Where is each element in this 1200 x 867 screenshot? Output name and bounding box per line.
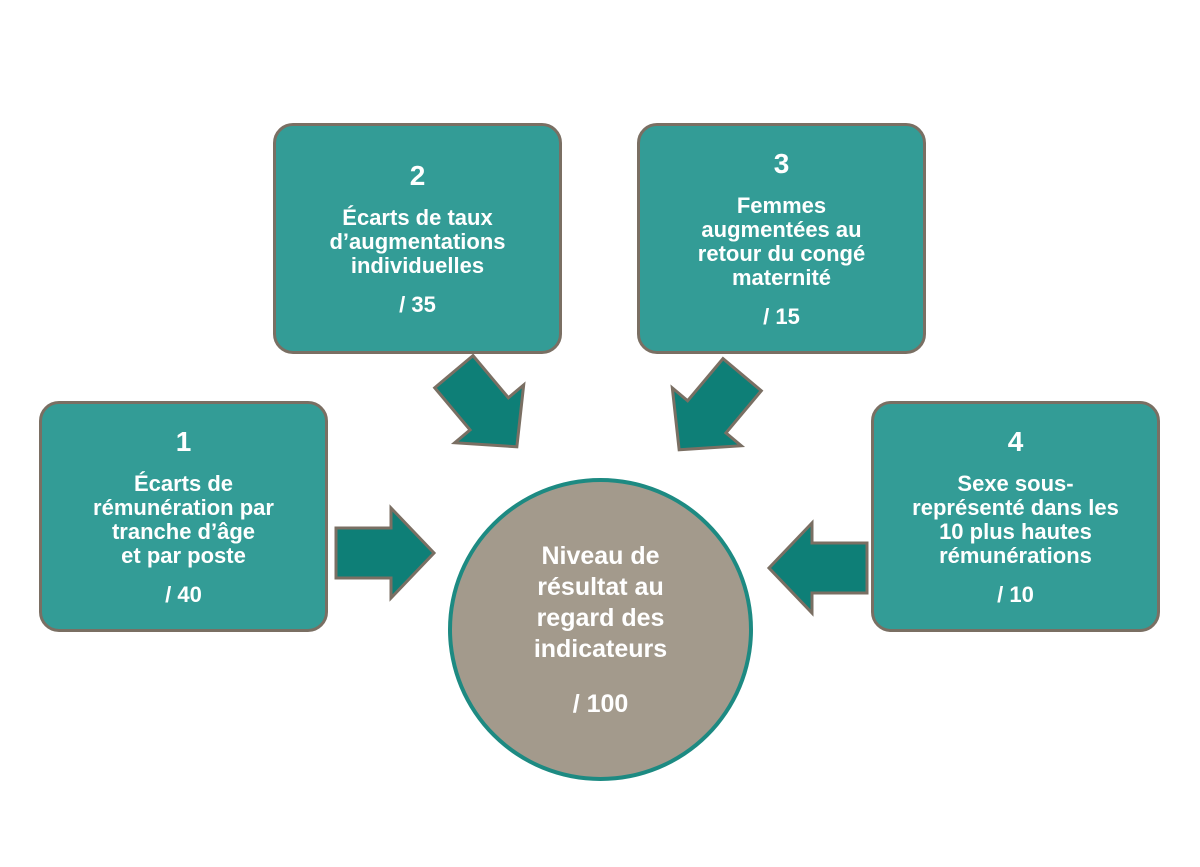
indicator-number: 4	[1007, 425, 1024, 457]
indicator-number: 2	[409, 159, 426, 191]
total-label: Niveau de résultat au regard des indicat…	[533, 541, 668, 663]
total-score: / 100	[572, 689, 629, 718]
indicator-number: 3	[773, 147, 790, 179]
indicator-box-1: 1 Écarts de rémunération par tranche d’â…	[39, 401, 328, 632]
indicator-score: / 35	[399, 291, 436, 317]
indicator-box-3: 3 Femmes augmentées au retour du congé m…	[637, 123, 926, 354]
indicator-label: Écarts de rémunération par tranche d’âge…	[93, 470, 274, 568]
indicator-score: / 40	[165, 581, 202, 607]
arrow-down-left-icon	[670, 356, 764, 452]
arrow-right-icon	[334, 504, 437, 602]
indicator-label: Femmes augmentées au retour du congé mat…	[697, 192, 866, 290]
arrow-down-right-icon	[432, 353, 526, 449]
indicator-score: / 10	[997, 581, 1034, 607]
indicator-label: Sexe sous- représenté dans les 10 plus h…	[912, 470, 1119, 568]
indicator-number: 1	[175, 425, 192, 457]
indicator-label: Écarts de taux d’augmentations individue…	[329, 204, 506, 278]
total-score-circle: Niveau de résultat au regard des indicat…	[448, 478, 753, 781]
indicator-box-2: 2 Écarts de taux d’augmentations individ…	[273, 123, 562, 354]
indicator-box-4: 4 Sexe sous- représenté dans les 10 plus…	[871, 401, 1160, 632]
indicator-score: / 15	[763, 303, 800, 329]
arrow-left-icon	[766, 519, 869, 617]
